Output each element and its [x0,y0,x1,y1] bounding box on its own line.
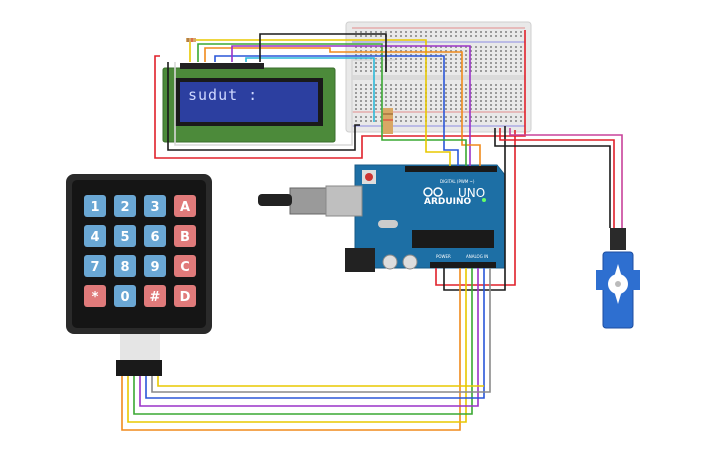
wire-kp-orange [121,268,461,431]
resistor-lcd[interactable] [186,38,196,42]
keypad-key-label: 5 [120,230,129,245]
keypad-key-label: 7 [90,260,99,275]
digital-header-label: DIGITAL (PWM ~) [440,179,475,184]
keypad-key-label: 1 [90,200,99,215]
keypad-key-1-3[interactable]: B [174,225,196,247]
wire-lcd-green [197,43,383,110]
wire-bb-green-ard [381,110,467,166]
keypad-key-label: 6 [150,230,159,245]
wire-layer [121,30,623,431]
keypad-key-label: 4 [90,230,99,245]
analog-header-label: ANALOG IN [466,254,488,259]
keypad-key-0-2[interactable]: 3 [144,195,166,217]
keypad-key-label: 8 [120,260,129,275]
wire-kp-purple [139,268,479,407]
servo-motor[interactable] [596,228,640,329]
arduino-uno[interactable]: ARDUINO UNO DIGITAL (PWM ~) POWER ANALOG… [258,164,506,272]
keypad-key-3-2[interactable]: # [144,285,166,307]
wire-lcd-orange [204,47,463,110]
keypad-key-label: 2 [120,200,129,215]
keypad-key-label: D [180,290,191,305]
wire-kp-blue [145,268,485,399]
keypad-key-label: # [150,290,161,305]
breadboard-holes [355,31,522,122]
wire-bb-black-gnd [443,126,506,291]
keypad-key-label: A [180,200,190,215]
keypad-key-1-2[interactable]: 6 [144,225,166,247]
wire-lcd-cyan [245,57,375,122]
resistor-breadboard[interactable] [383,108,393,134]
keypad-key-0-3[interactable]: A [174,195,196,217]
keypad-key-2-3[interactable]: C [174,255,196,277]
arduino-model: UNO [458,186,485,200]
keypad-key-1-1[interactable]: 5 [114,225,136,247]
keypad-key-label: 9 [150,260,159,275]
keypad-key-1-0[interactable]: 4 [84,225,106,247]
keypad-key-2-1[interactable]: 8 [114,255,136,277]
keypad-key-2-2[interactable]: 9 [144,255,166,277]
wire-kp-gray [151,268,491,393]
wire-servo-black [494,128,611,228]
keypad-connector [116,360,162,376]
power-header-label: POWER [436,254,451,259]
keypad-key-3-1[interactable]: 0 [114,285,136,307]
wire-bb-red-5v [435,130,516,286]
wire-lcd-red [154,30,526,159]
keypad-key-3-3[interactable]: D [174,285,196,307]
wire-bb-yellow-ard [425,60,451,166]
lcd-pin-header [180,63,264,69]
wire-bb-blue-ard [443,110,459,166]
keypad-key-0-1[interactable]: 2 [114,195,136,217]
wire-lcd-black [167,62,360,151]
wire-kp-green [133,268,473,415]
lcd-module[interactable]: sudut : [162,63,336,143]
wire-bb-orange-ard [461,110,481,166]
wire-kp-yellow [127,268,467,423]
keypad[interactable]: 1 2 3 A 4 5 6 B 7 8 9 C * 0 # D [66,174,212,376]
power-jack [345,248,375,272]
lcd-display-text: sudut : [188,86,258,104]
wire-servo-pink [509,128,623,228]
wire-lcd-white [174,59,395,146]
keypad-key-3-0[interactable]: * [84,285,106,307]
arduino-brand: ARDUINO [424,197,472,207]
wire-lcd-yellow [189,39,427,62]
arduino-logo-icon [423,187,443,197]
breadboard[interactable] [345,21,532,133]
usb-cable [258,194,292,206]
keypad-key-0-0[interactable]: 1 [84,195,106,217]
keypad-key-label: * [92,290,99,305]
usb-port [325,185,363,217]
keypad-key-label: 3 [150,200,159,215]
wire-lcd-darkblack [259,33,387,72]
wire-servo-red [499,128,615,228]
keypad-key-label: B [180,230,190,245]
atmega-chip [412,230,494,248]
wire-kp-yellow2 [157,376,484,387]
keypad-key-label: C [180,260,190,275]
wire-lcd-blue [214,55,445,110]
keypad-key-label: 0 [120,290,129,305]
wire-lcd-purple [231,45,471,110]
keypad-key-2-0[interactable]: 7 [84,255,106,277]
